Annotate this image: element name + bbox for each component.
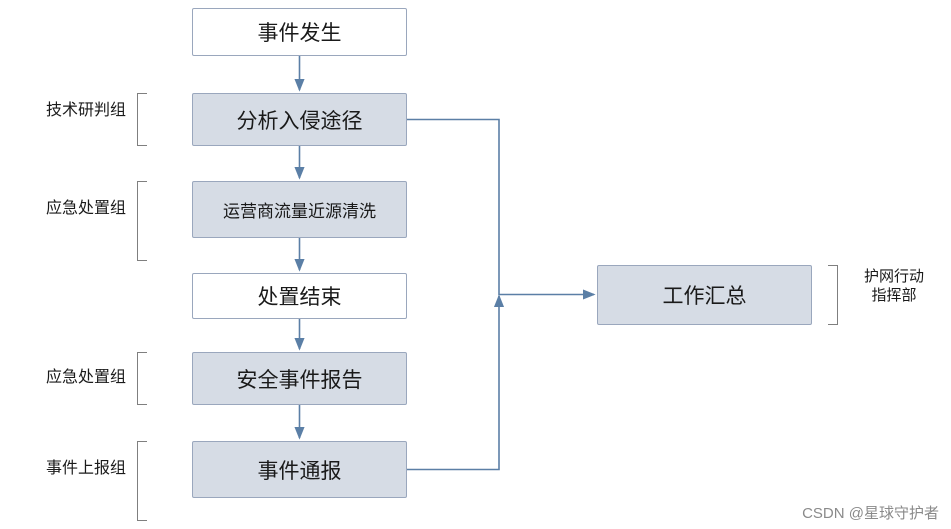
node-analyze-intrusion-path[interactable]: 分析入侵途径: [192, 93, 407, 146]
node-incident-occurred[interactable]: 事件发生: [192, 8, 407, 56]
node-handling-finished[interactable]: 处置结束: [192, 273, 407, 319]
group-label-technical-analysis: 技术研判组: [45, 102, 126, 119]
node-incident-notification[interactable]: 事件通报: [192, 441, 407, 498]
group-label-incident-reporting: 事件上报组: [45, 460, 126, 477]
group-label-command-center: 护网行动 指挥部: [863, 268, 924, 304]
node-security-incident-report[interactable]: 安全事件报告: [192, 352, 407, 405]
bracket-emergency-response-group-1: [137, 181, 147, 261]
node-carrier-traffic-cleaning[interactable]: 运营商流量近源清洗: [192, 181, 407, 238]
node-work-summary[interactable]: 工作汇总: [597, 265, 812, 325]
bracket-emergency-response-group-2: [137, 352, 147, 405]
connector-n2-n7: [407, 118, 596, 300]
bracket-command-center: [828, 265, 838, 325]
connector-n6-n7: [407, 294, 505, 471]
bracket-technical-analysis-group: [137, 93, 147, 146]
bracket-incident-reporting-group: [137, 441, 147, 521]
group-label-emergency-response-1: 应急处置组: [45, 200, 126, 217]
watermark: CSDN @星球守护者: [802, 505, 939, 522]
group-label-emergency-response-2: 应急处置组: [45, 369, 126, 386]
